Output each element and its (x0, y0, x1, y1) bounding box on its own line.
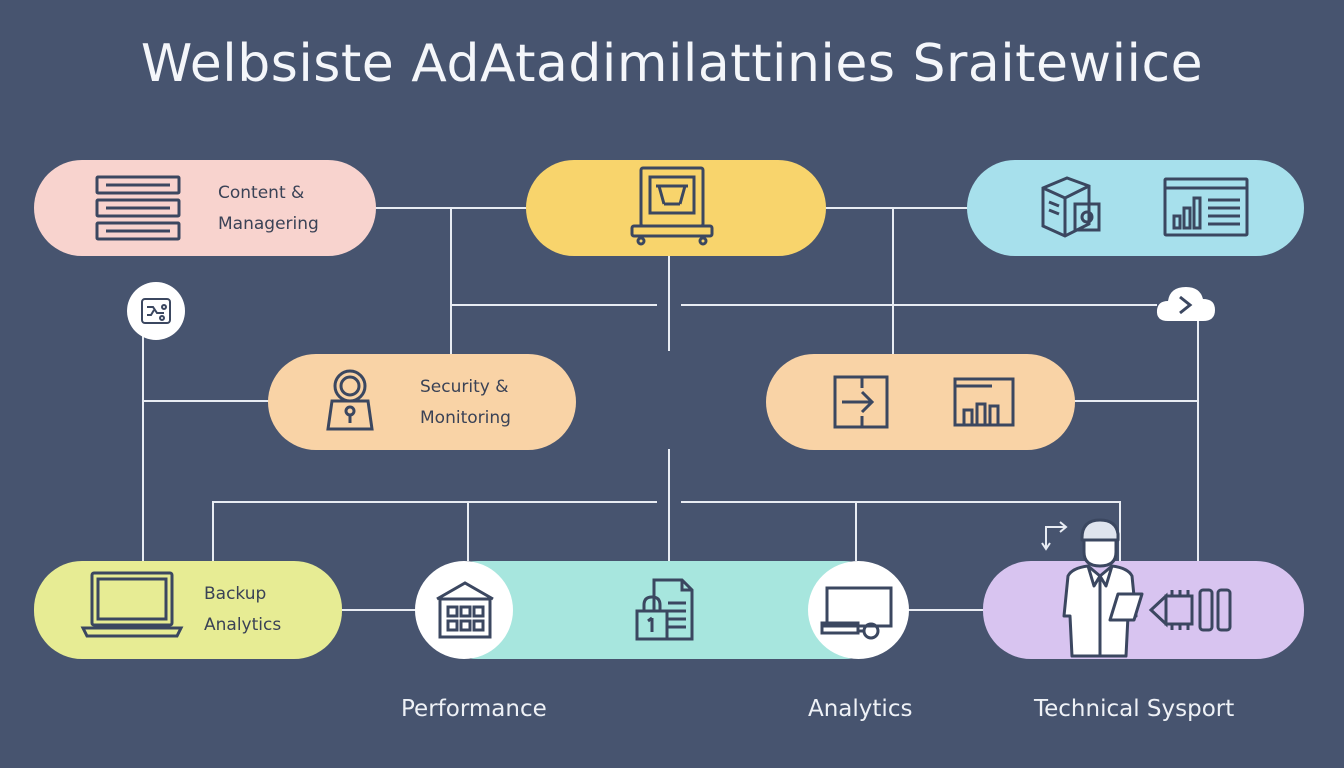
padlock-icon (326, 369, 374, 431)
caption-analytics: Analytics (808, 696, 913, 722)
tablet-icon (1108, 592, 1144, 622)
caption-performance: Performance (401, 696, 547, 722)
content-managering-label: Content & Managering (218, 178, 319, 240)
security-monitoring-label: Security & Monitoring (420, 372, 511, 434)
backup-label-line2: Analytics (204, 615, 282, 635)
technician-icon (1062, 518, 1138, 658)
content-label-line1: Content & (218, 183, 305, 203)
cloud-arrow-icon (1156, 287, 1215, 321)
backup-analytics-label: Backup Analytics (204, 579, 281, 641)
monitor-tracker-icon (820, 586, 893, 640)
arrow-box-icon (833, 375, 889, 429)
backup-analytics-node: Backup Analytics (34, 561, 342, 659)
circuit-badge-icon (141, 298, 171, 324)
locked-document-icon (635, 578, 694, 641)
laptop-icon (80, 571, 184, 638)
security-label-line1: Security & (420, 377, 509, 397)
mid-right-node (766, 354, 1075, 450)
bar-chart-icon (953, 377, 1015, 427)
chip-icon (1148, 588, 1232, 632)
cube-icon (1041, 176, 1101, 238)
security-label-line2: Monitoring (420, 408, 511, 428)
center-top-node (526, 160, 826, 256)
top-right-node (967, 160, 1304, 256)
circuit-badge (127, 282, 185, 340)
content-label-line2: Managering (218, 214, 319, 234)
document-printer-icon (630, 166, 714, 246)
backup-label-line1: Backup (204, 584, 267, 604)
corner-arrow-icon (1041, 521, 1068, 551)
caption-technical-support: Technical Sysport (1034, 696, 1235, 722)
technical-support-node (983, 561, 1304, 659)
building-icon (436, 581, 494, 639)
security-monitoring-node: Security & Monitoring (268, 354, 576, 450)
diagram-title: Welbsiste AdAtadimilattinies Sraitewiice (140, 34, 1204, 94)
monitor-badge (808, 561, 909, 659)
server-stack-icon (95, 175, 181, 241)
bar-chart-window-icon (1163, 177, 1249, 237)
building-badge (415, 561, 513, 659)
content-managering-node: Content & Managering (34, 160, 376, 256)
